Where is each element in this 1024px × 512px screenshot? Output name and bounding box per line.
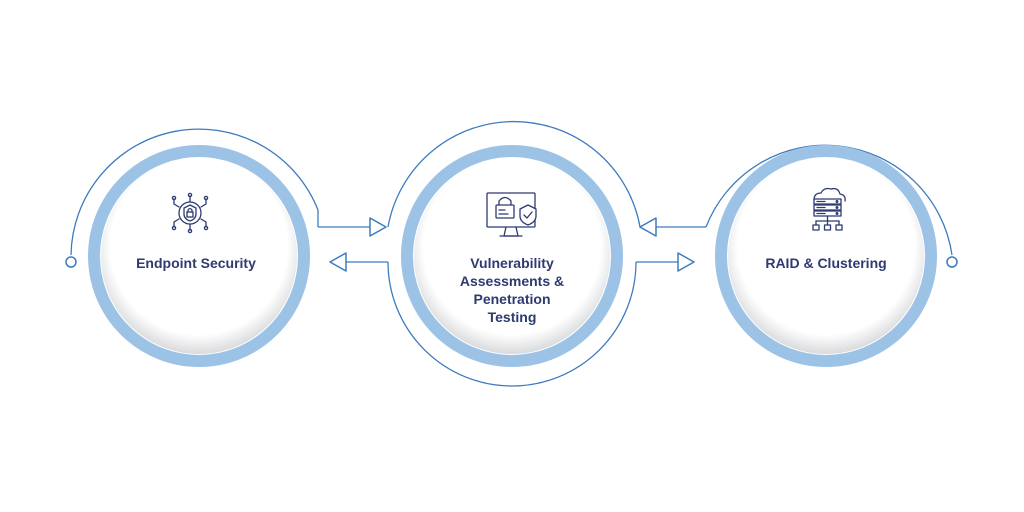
arrow-left-2 (639, 217, 657, 237)
outer-arc-center-top (387, 120, 641, 228)
node-circle-1 (88, 145, 310, 367)
outer-arc-center-bottom (387, 261, 637, 387)
node-circle-2 (401, 145, 623, 367)
node-label-raid-clustering: RAID & Clustering (741, 254, 911, 272)
arrow-right-2 (677, 252, 695, 272)
node-label-line: Penetration (473, 291, 551, 307)
node-label-line: Assessments & (459, 273, 565, 289)
cloud-server-network-icon (812, 187, 846, 231)
node-circle-3 (715, 145, 937, 367)
outer-arc-left (70, 128, 319, 256)
node-label-line: Testing (487, 309, 537, 325)
node-label-line: Endpoint Security (136, 255, 256, 271)
endpoint-dot-left (65, 256, 77, 268)
arrow-right-1 (369, 217, 387, 237)
shield-lock-circuit-icon (171, 192, 209, 234)
node-label-vulnerability-assessments: Vulnerability Assessments & Penetration … (427, 254, 597, 326)
node-label-line: Vulnerability (470, 255, 554, 271)
node-label-line: RAID & Clustering (765, 255, 887, 271)
endpoint-dot-right (946, 256, 958, 268)
monitor-lock-shield-icon (486, 192, 537, 237)
node-label-endpoint-security: Endpoint Security (111, 254, 281, 272)
arrow-left-1 (329, 252, 347, 272)
